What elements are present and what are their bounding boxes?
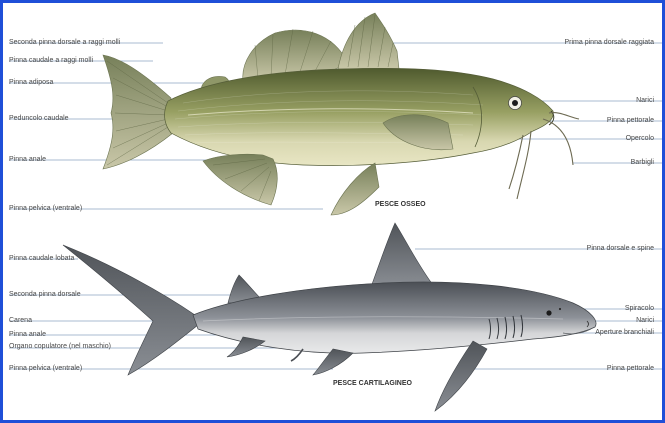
shark-pectoral-fin — [435, 341, 487, 411]
label-anal-fin: Pinna anale — [9, 155, 46, 164]
cartilaginous-fish-caption: PESCE CARTILAGINEO — [333, 380, 412, 387]
shark-anal-fin — [227, 337, 265, 357]
label-lobed-caudal-fin: Pinna caudale lobata — [9, 254, 74, 263]
bony-fish-caudal-fin — [103, 55, 173, 169]
label-second-dorsal-fin: Seconda pinna dorsale — [9, 290, 81, 299]
label-gill-openings: Aperture branchiali — [595, 328, 654, 337]
label-shark-nostrils: Narici — [636, 316, 654, 325]
label-shark-anal-fin: Pinna anale — [9, 330, 46, 339]
label-clasper: Organo copulatore (nel maschio) — [9, 342, 111, 351]
shark-pelvic-fin — [313, 349, 353, 375]
label-caudal-peduncle: Peduncolo caudale — [9, 114, 69, 123]
label-shark-pectoral-fin: Pinna pettorale — [607, 364, 654, 373]
fish-anatomy-illustration — [3, 3, 662, 420]
bony-fish-first-dorsal-fin — [338, 13, 399, 69]
label-shark-pelvic-fin: Pinna pelvica (ventrale) — [9, 364, 82, 373]
shark-eye — [546, 310, 551, 315]
shark-spiracle — [559, 308, 561, 310]
label-pelvic-fin: Pinna pelvica (ventrale) — [9, 204, 82, 213]
label-caudal-fin-soft-rays: Pinna caudale a raggi molli — [9, 56, 93, 65]
label-keel: Carena — [9, 316, 32, 325]
label-first-dorsal-fin-rayed: Prima pinna dorsale raggiata — [565, 38, 655, 47]
bony-fish-body — [165, 68, 554, 165]
label-dorsal-fin-and-spines: Pinna dorsale e spine — [587, 244, 654, 253]
label-second-dorsal-fin-soft-rays: Seconda pinna dorsale a raggi molli — [9, 38, 120, 47]
shark-first-dorsal-fin — [371, 223, 433, 287]
label-pectoral-fin: Pinna pettorale — [607, 116, 654, 125]
bony-fish-pelvic-fin — [331, 163, 379, 215]
label-spiracle: Spiracolo — [625, 304, 654, 313]
label-barbels: Barbigli — [631, 158, 654, 167]
label-operculum: Opercolo — [626, 134, 654, 143]
bony-fish-caption: PESCE OSSEO — [375, 201, 426, 208]
label-adipose-fin: Pinna adiposa — [9, 78, 53, 87]
shark-caudal-fin — [63, 245, 198, 375]
label-nostrils: Narici — [636, 96, 654, 105]
